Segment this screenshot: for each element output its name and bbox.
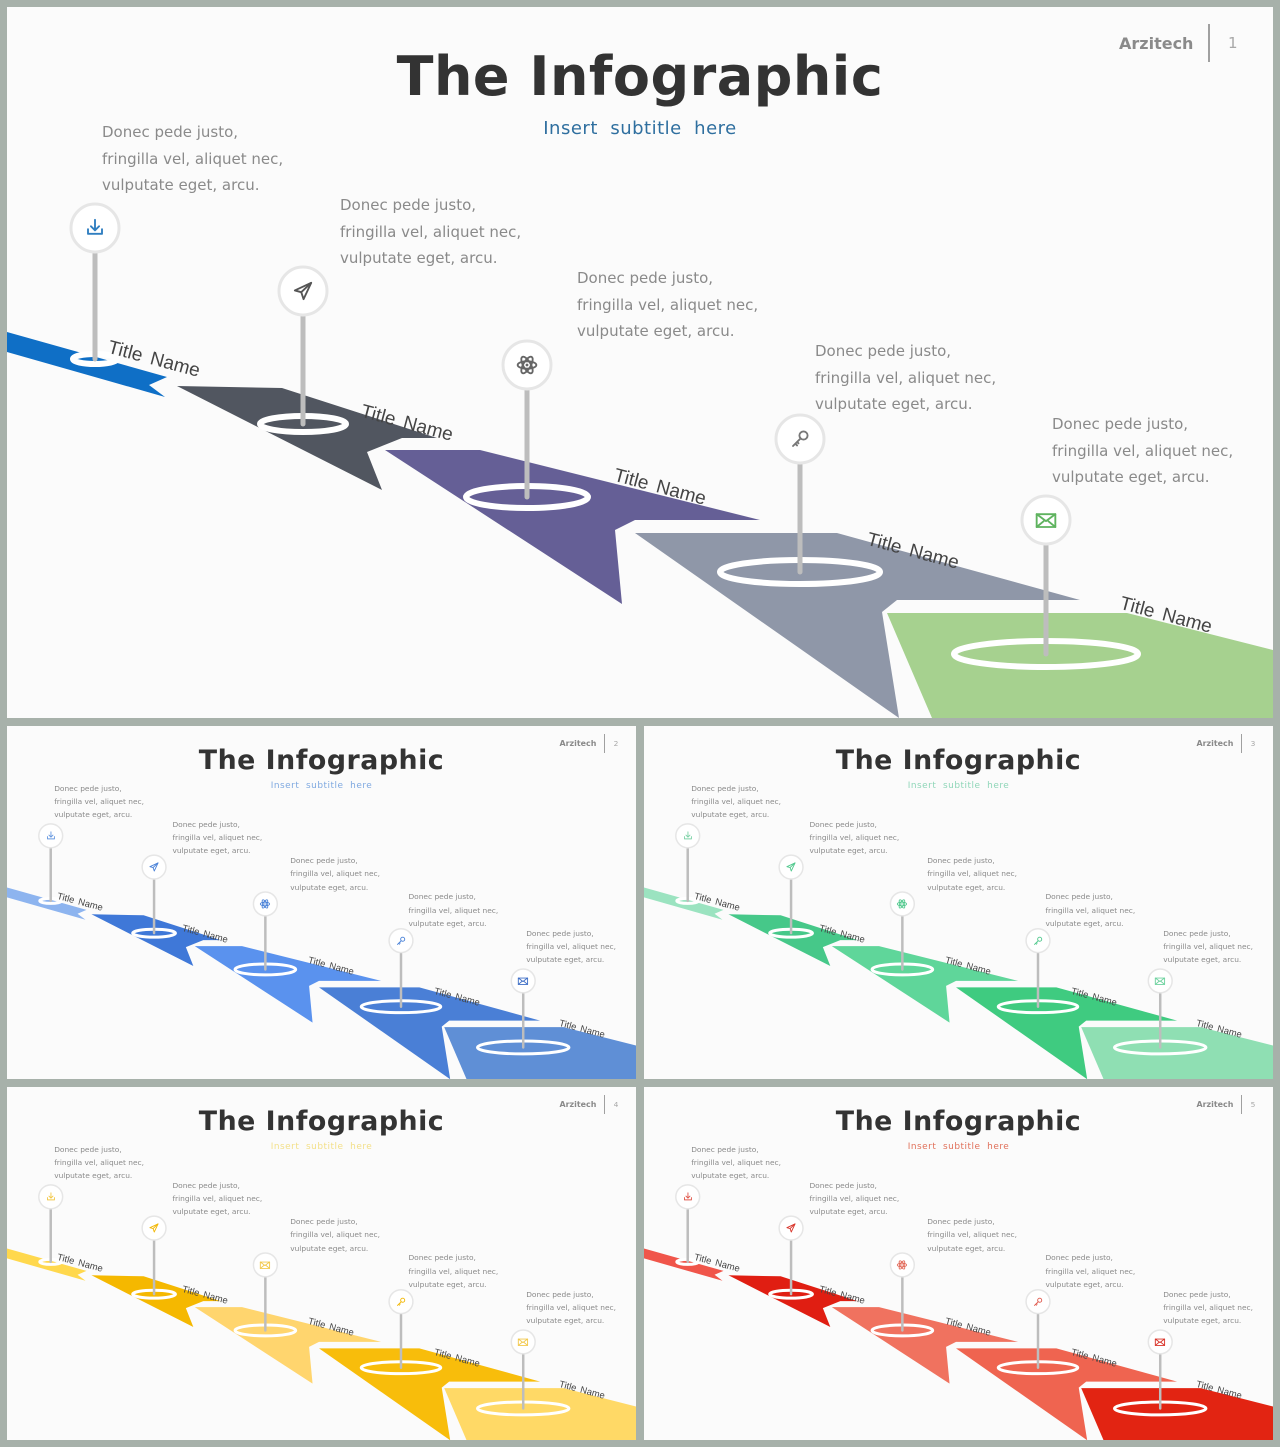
brand-name: Arzitech	[1196, 739, 1234, 749]
step-description-4: Donec pede justo, fringilla vel, aliquet…	[408, 1253, 499, 1289]
mail-icon	[1153, 1335, 1167, 1349]
mail-icon	[516, 974, 530, 988]
step-description-3: Donec pede justo, fringilla vel, aliquet…	[927, 856, 1017, 892]
key-icon	[1031, 1295, 1045, 1309]
page-number: 4	[613, 1100, 619, 1110]
step-description-4: Donec pede justo, fringilla vel, aliquet…	[408, 892, 499, 928]
step-description-4: Donec pede justo, fringilla vel, aliquet…	[815, 342, 997, 413]
step-description-3: Donec pede justo, fringilla vel, aliquet…	[577, 269, 759, 340]
key-icon	[1031, 934, 1045, 948]
mail-icon	[258, 1258, 272, 1272]
brand-name: Arzitech	[559, 739, 597, 749]
step-description-4: Donec pede justo, fringilla vel, aliquet…	[1045, 1253, 1136, 1289]
key-icon	[786, 425, 814, 453]
slide-title: The Infographic	[396, 45, 884, 108]
header-divider	[1240, 734, 1242, 754]
step-description-3: Donec pede justo, fringilla vel, aliquet…	[927, 1217, 1017, 1253]
step-arrow-2	[728, 1275, 858, 1327]
send-icon	[289, 277, 317, 305]
header-divider	[603, 734, 605, 754]
brand-name: Arzitech	[559, 1100, 597, 1110]
step-description-1: Donec pede justo, fringilla vel, aliquet…	[102, 123, 284, 194]
key-icon	[394, 1295, 408, 1309]
step-arrow-2	[91, 914, 221, 966]
header-divider	[1208, 24, 1210, 62]
step-description-2: Donec pede justo, fringilla vel, aliquet…	[172, 1180, 263, 1217]
atom-icon	[895, 1258, 909, 1272]
header-divider	[603, 1095, 605, 1115]
atom-icon	[513, 351, 541, 379]
slide-title: The Infographic	[835, 1105, 1082, 1137]
slide-title: The Infographic	[198, 744, 445, 776]
slide-subtitle: Insert subtitle here	[907, 1142, 1010, 1153]
step-description-4: Donec pede justo, fringilla vel, aliquet…	[1045, 892, 1136, 928]
brand-name: Arzitech	[1196, 1100, 1234, 1110]
step-description-1: Donec pede justo, fringilla vel, aliquet…	[691, 783, 781, 819]
step-description-3: Donec pede justo, fringilla vel, aliquet…	[290, 856, 380, 892]
slide-subtitle: Insert subtitle here	[270, 1142, 373, 1153]
send-icon	[784, 1221, 798, 1235]
slide-subtitle: Insert subtitle here	[543, 118, 737, 139]
slide-title: The Infographic	[198, 1105, 445, 1137]
slide-subtitle: Insert subtitle here	[907, 781, 1010, 792]
send-icon	[784, 860, 798, 874]
step-description-2: Donec pede justo, fringilla vel, aliquet…	[340, 196, 522, 267]
step-description-1: Donec pede justo, fringilla vel, aliquet…	[691, 1144, 781, 1180]
download-icon	[44, 829, 58, 843]
step-description-2: Donec pede justo, fringilla vel, aliquet…	[809, 819, 900, 856]
step-description-1: Donec pede justo, fringilla vel, aliquet…	[54, 1144, 144, 1180]
step-description-1: Donec pede justo, fringilla vel, aliquet…	[54, 783, 144, 819]
step-arrow-2	[91, 1275, 221, 1327]
step-description-5: Donec pede justo, fringilla vel, aliquet…	[1163, 928, 1253, 965]
header-divider	[1240, 1095, 1242, 1115]
atom-icon	[258, 897, 272, 911]
page-number: 5	[1250, 1100, 1256, 1110]
step-description-2: Donec pede justo, fringilla vel, aliquet…	[172, 819, 263, 856]
staircase-arrows	[7, 1184, 636, 1440]
step-description-5: Donec pede justo, fringilla vel, aliquet…	[526, 928, 616, 965]
atom-icon	[895, 897, 909, 911]
page-number: 1	[1228, 34, 1238, 52]
download-icon	[681, 829, 695, 843]
step-description-2: Donec pede justo, fringilla vel, aliquet…	[809, 1180, 900, 1217]
page-number: 2	[613, 739, 619, 749]
brand-name: Arzitech	[1119, 34, 1194, 53]
mail-icon	[1032, 506, 1060, 534]
slide-title: The Infographic	[835, 744, 1082, 776]
download-icon	[681, 1190, 695, 1204]
step-arrow-2	[177, 386, 437, 490]
mail-icon	[516, 1335, 530, 1349]
download-icon	[81, 214, 109, 242]
step-description-5: Donec pede justo, fringilla vel, aliquet…	[526, 1289, 616, 1326]
send-icon	[147, 1221, 161, 1235]
key-icon	[394, 934, 408, 948]
slide-subtitle: Insert subtitle here	[270, 781, 373, 792]
download-icon	[44, 1190, 58, 1204]
staircase-arrows	[7, 202, 1273, 718]
step-description-5: Donec pede justo, fringilla vel, aliquet…	[1052, 415, 1234, 486]
mail-icon	[1153, 974, 1167, 988]
step-arrow-2	[728, 914, 858, 966]
staircase-arrows	[7, 823, 636, 1079]
page-number: 3	[1250, 739, 1256, 749]
step-description-3: Donec pede justo, fringilla vel, aliquet…	[290, 1217, 380, 1253]
staircase-arrows	[644, 1184, 1273, 1440]
send-icon	[147, 860, 161, 874]
step-description-5: Donec pede justo, fringilla vel, aliquet…	[1163, 1289, 1253, 1326]
